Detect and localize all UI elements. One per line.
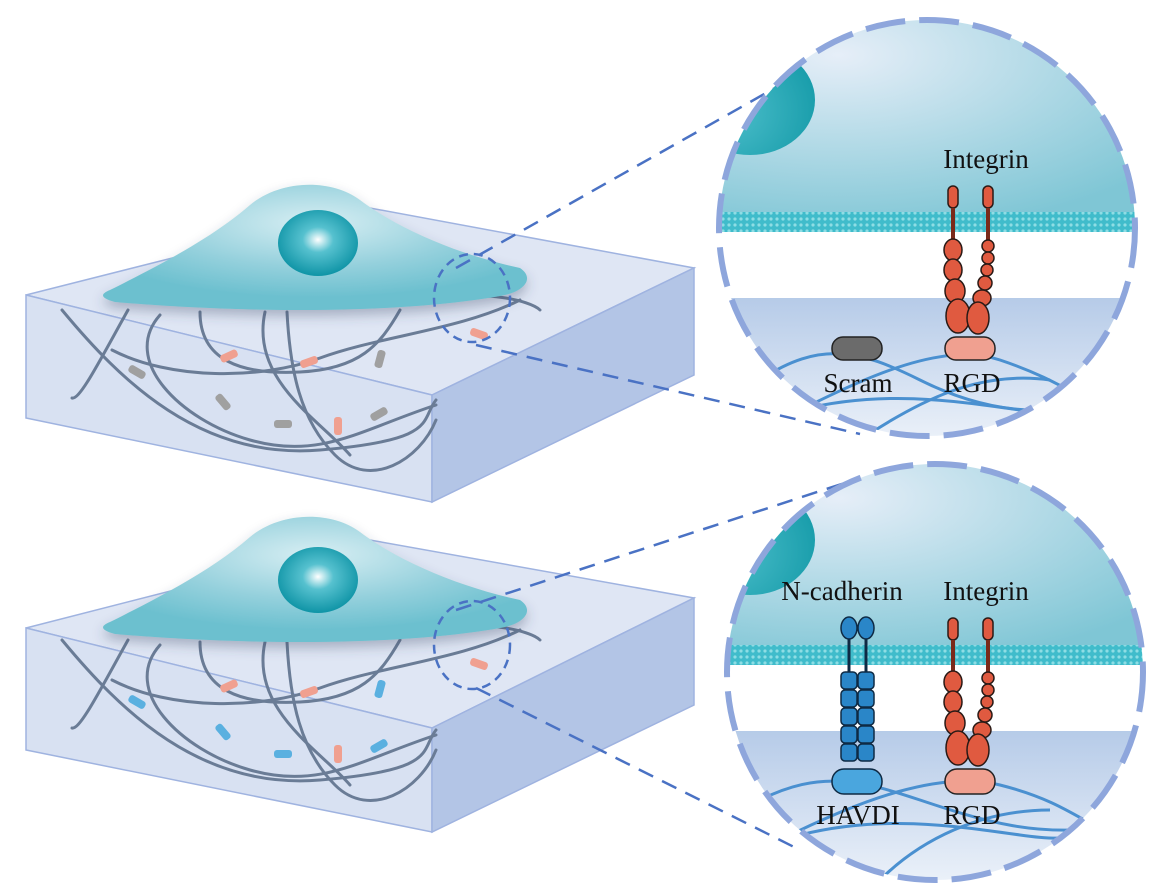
integrin-receptor (943, 617, 995, 767)
inset-border (716, 17, 1138, 439)
label-integrin-bottom: Integrin (943, 576, 1029, 606)
label-rgd-top: RGD (943, 368, 1000, 398)
scram-marker (374, 349, 386, 369)
hydrogel-side-face (431, 596, 695, 834)
top-panel: Integrin Scram RGD (25, 17, 1138, 504)
n-cadherin-receptor (840, 616, 875, 762)
rgd-marker (470, 328, 488, 340)
rgd-marker (334, 745, 342, 763)
ligand-markers-top (128, 328, 488, 435)
cell-membrane (727, 645, 1143, 665)
label-rgd-bottom: RGD (943, 800, 1000, 830)
label-n-cadherin: N-cadherin (781, 576, 903, 606)
nucleus-top (278, 210, 358, 276)
hydrogel-region (727, 731, 1143, 880)
rgd-marker (470, 658, 488, 670)
inset-border (724, 461, 1146, 883)
zoom-region-top (432, 252, 512, 344)
havdi-marker (128, 695, 146, 709)
integrin-receptor (943, 185, 995, 335)
label-havdi: HAVDI (816, 800, 900, 830)
rgd-marker (334, 417, 342, 435)
ligand-rgd (944, 768, 996, 795)
zoom-line-top-lower (475, 343, 861, 436)
scram-marker (274, 420, 292, 428)
havdi-marker (370, 739, 388, 753)
extracellular-space (727, 665, 1143, 733)
scram-marker (128, 365, 146, 379)
label-integrin-top: Integrin (943, 144, 1029, 174)
havdi-marker (374, 679, 386, 699)
nucleus-bottom (278, 547, 358, 613)
scram-marker (215, 393, 231, 411)
hydrogel-region (719, 298, 1135, 436)
nucleus-edge (719, 45, 815, 155)
ligand-scram (831, 336, 883, 361)
cell-membrane (719, 212, 1135, 232)
ligand-markers-bottom (128, 658, 488, 763)
bottom-panel: N-cadherin Integrin HAVDI RGD (25, 461, 1146, 883)
zoom-region-bottom (432, 599, 512, 691)
ligand-havdi (831, 768, 883, 795)
zoom-line-bottom-upper (455, 476, 861, 612)
hydrogel-side-face (431, 266, 695, 504)
rgd-marker (220, 349, 238, 363)
ligand-rgd (944, 336, 996, 361)
havdi-marker (274, 750, 292, 758)
scram-marker (370, 407, 388, 421)
havdi-marker (215, 723, 231, 741)
inset-top: Integrin Scram RGD (716, 17, 1138, 439)
inset-bottom: N-cadherin Integrin HAVDI RGD (724, 461, 1146, 883)
rgd-marker (220, 679, 238, 693)
rgd-marker (300, 356, 318, 368)
rgd-marker (300, 686, 318, 698)
zoom-line-bottom-lower (475, 686, 801, 852)
extracellular-space (719, 232, 1135, 300)
label-scram: Scram (824, 368, 893, 398)
